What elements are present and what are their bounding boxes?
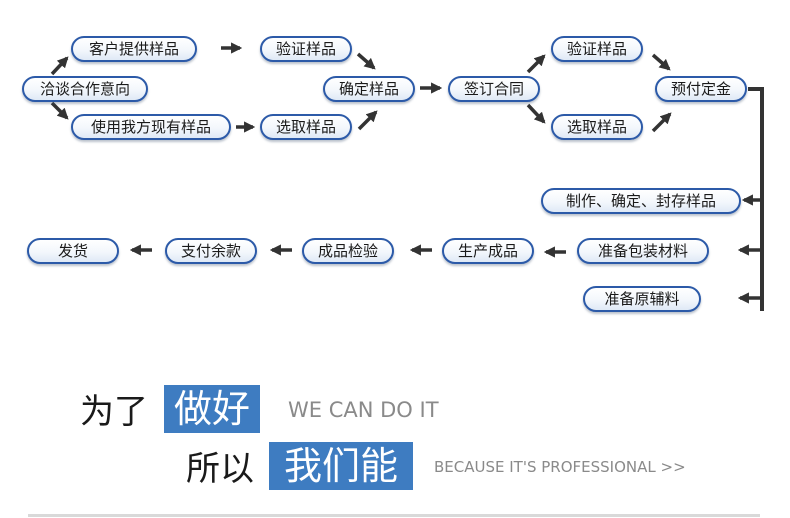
slogan-line1-english: WE CAN DO IT <box>288 398 439 422</box>
arrow-select-to-confirm <box>357 110 378 131</box>
node-prepay-deposit: 预付定金 <box>655 76 747 102</box>
node-verify-samples-1: 验证样品 <box>260 36 352 62</box>
node-ship: 发货 <box>27 238 119 264</box>
node-our-samples: 使用我方现有样品 <box>71 114 231 140</box>
arrow-contract-to-select <box>526 103 546 124</box>
node-prepare-packaging: 准备包装材料 <box>577 238 709 264</box>
node-sign-contract: 签订合同 <box>448 76 540 102</box>
node-inspect-goods: 成品检验 <box>302 238 394 264</box>
node-verify-samples-2: 验证样品 <box>551 36 643 62</box>
arrow-negotiate-to-client <box>50 56 69 76</box>
arrow-verify-to-confirm <box>356 52 376 70</box>
node-client-samples: 客户提供样品 <box>71 36 197 62</box>
node-make-seal-samples: 制作、确定、封存样品 <box>541 188 741 214</box>
arrow-select-to-deposit <box>651 112 672 133</box>
node-confirm-samples: 确定样品 <box>323 76 415 102</box>
slogan-line1-highlight: 做好 <box>164 385 260 433</box>
arrow-contract-to-verify <box>526 54 546 74</box>
node-prepare-raw-materials: 准备原辅料 <box>583 286 701 312</box>
arrow-verify-to-deposit <box>651 53 671 71</box>
slogan-line2-highlight: 我们能 <box>269 442 413 490</box>
arrow-negotiate-to-our <box>50 101 69 120</box>
node-pay-balance: 支付余款 <box>165 238 257 264</box>
node-produce-goods: 生产成品 <box>442 238 534 264</box>
node-select-samples-1: 选取样品 <box>260 114 352 140</box>
bottom-divider <box>28 514 760 517</box>
slogan-line1-prefix: 为了 <box>80 392 148 432</box>
node-negotiate: 洽谈合作意向 <box>22 76 148 102</box>
slogan-line2-english: BECAUSE IT'S PROFESSIONAL >> <box>434 458 686 476</box>
node-select-samples-2: 选取样品 <box>551 114 643 140</box>
slogan-line2-prefix: 所以 <box>186 449 254 489</box>
